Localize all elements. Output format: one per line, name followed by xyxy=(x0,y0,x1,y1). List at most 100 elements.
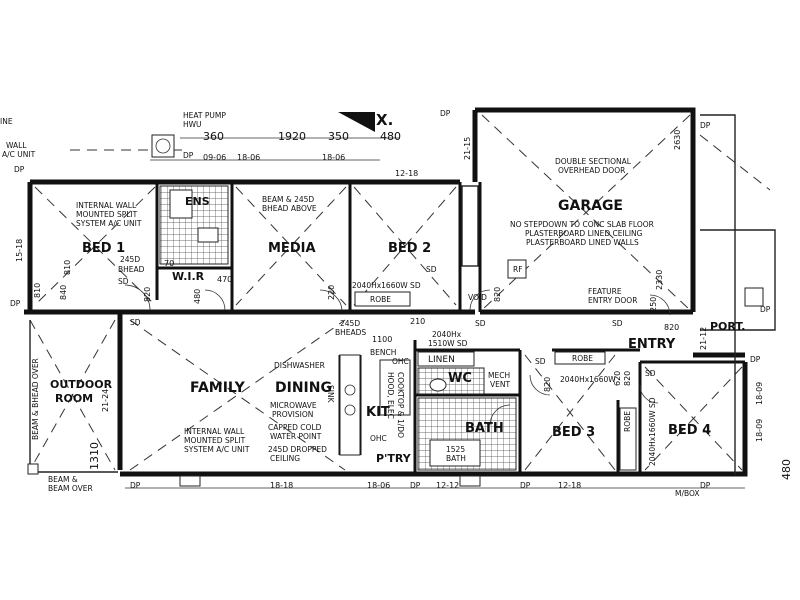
note-mbox: M/BOX xyxy=(675,489,700,498)
dim-250: 250 xyxy=(649,297,658,312)
note-void: VOID xyxy=(468,293,487,302)
ens-vanity xyxy=(197,227,219,243)
dim-21-15: 21-15 xyxy=(463,137,472,160)
dim-12-18-b: 12-18 xyxy=(558,481,581,490)
room-bed4: BED 4 xyxy=(668,423,711,438)
heat-pump-fan-icon xyxy=(155,138,171,154)
robe-bed4 xyxy=(619,407,637,471)
note-sd-6: SD xyxy=(535,357,546,366)
note-sd-7: SD xyxy=(645,369,656,378)
dim-480: 480 xyxy=(380,130,401,143)
wc-tiles xyxy=(417,367,485,395)
room-ens: ENS xyxy=(185,195,210,208)
note-bhead-245d: 245D xyxy=(120,255,140,264)
note-split-fam-3: SYSTEM A/C UNIT xyxy=(184,445,250,454)
note-dp-5: DP xyxy=(10,299,21,308)
dim-21-12: 21-12 xyxy=(699,327,708,350)
sink-bowl-2 xyxy=(344,404,356,416)
dim-480-wir: 480 xyxy=(193,289,202,304)
note-split-1: INTERNAL WALL xyxy=(76,201,137,210)
note-garage-2: PLASTERBOARD LINED CEILING xyxy=(525,229,643,238)
dim-810-robe: 810 xyxy=(33,283,42,298)
note-feature-1: FEATURE xyxy=(588,287,622,296)
dim-12-18-top: 12-18 xyxy=(395,169,418,178)
room-wc: WC xyxy=(448,371,472,386)
ac-unit-box-2 xyxy=(459,475,481,487)
room-bed1: BED 1 xyxy=(82,241,125,256)
dim-820-b: 820 xyxy=(493,287,502,302)
note-garage-door-1: DOUBLE SECTIONAL xyxy=(555,157,632,166)
dim-820-a: 820 xyxy=(143,287,152,302)
dim-470: 470 xyxy=(217,275,232,284)
outer-walls xyxy=(24,107,748,477)
room-outdoor-line1: OUTDOOR xyxy=(50,378,113,391)
ceiling-diagonals xyxy=(29,114,771,471)
note-dropped-2: CEILING xyxy=(270,454,300,463)
dim-18-18-a: 18-18 xyxy=(270,481,293,490)
dim-18-09-a: 18-09 xyxy=(755,382,764,405)
dim-220: 220 xyxy=(327,285,336,300)
dim-2330: 2330 xyxy=(655,270,664,290)
note-bath-1: 1525 xyxy=(446,445,465,454)
robe-bed3 xyxy=(554,351,606,365)
dim-820-d: 820 xyxy=(543,377,552,392)
north-arrow-icon xyxy=(338,112,375,132)
note-dp-8: DP xyxy=(520,481,531,490)
note-robe-bed3: ROBE xyxy=(572,354,593,363)
note-split-2: MOUNTED SPLIT xyxy=(76,210,138,219)
door-swings xyxy=(124,284,671,426)
dim-210: 210 xyxy=(410,317,425,326)
north-label: X. xyxy=(376,111,393,129)
note-bath-2: BATH xyxy=(446,454,466,463)
note-ohc: OHC xyxy=(370,434,387,443)
room-entry: ENTRY xyxy=(628,337,676,352)
note-robe-bed2-dims: 2040Hx1660W SD xyxy=(352,281,421,290)
dim-1310: 1310 xyxy=(88,442,101,470)
room-media: MEDIA xyxy=(268,241,316,256)
note-beam-1: BEAM & 245D xyxy=(262,195,314,204)
note-heat-pump-1: HEAT PUMP xyxy=(183,111,226,120)
dim-840: 840 xyxy=(59,285,68,300)
note-linen-dims-1: 2040Hx xyxy=(432,330,462,339)
note-wall-ac-1: WALL xyxy=(6,141,27,150)
room-bath: BATH xyxy=(465,421,504,436)
note-dp-11: DP xyxy=(750,355,761,364)
note-rf: RF xyxy=(513,265,523,274)
note-mech-2: VENT xyxy=(490,380,510,389)
note-dp-4: DP xyxy=(14,165,25,174)
note-robe-bed4: ROBE xyxy=(623,411,632,432)
ac-unit-box xyxy=(179,475,201,487)
note-bench: BENCH xyxy=(370,348,396,357)
note-dp-2: DP xyxy=(440,109,451,118)
room-dining: DINING xyxy=(275,380,332,396)
note-sd-2: SD xyxy=(426,265,437,274)
dim-2630: 2630 xyxy=(673,130,682,150)
robe-bed2 xyxy=(354,291,411,307)
rf-box xyxy=(507,259,527,279)
note-heat-pump-2: HWU xyxy=(183,120,202,129)
dim-820-e: 820 xyxy=(623,371,632,386)
sink-bowl xyxy=(344,384,356,396)
note-sd-4: SD xyxy=(475,319,486,328)
note-dp-10: DP xyxy=(760,305,771,314)
note-dropped-1: 245D DROPPED xyxy=(268,445,327,454)
note-split-fam-1: INTERNAL WALL xyxy=(184,427,245,436)
note-beam-over-1: BEAM & xyxy=(48,475,78,484)
note-dp-9: DP xyxy=(700,481,711,490)
note-bhead: BHEAD xyxy=(118,265,145,274)
note-split-fam-2: MOUNTED SPLIT xyxy=(184,436,246,445)
portico-outline xyxy=(700,114,776,475)
note-ohc-2: OHC xyxy=(392,357,409,366)
note-garage-door-2: OVERHEAD DOOR xyxy=(558,166,625,175)
note-dishwasher: DISHWASHER xyxy=(274,361,325,370)
bath-tub xyxy=(429,439,481,467)
dim-810: 810 xyxy=(63,260,72,275)
dim-15-18: 15-18 xyxy=(15,239,24,262)
room-bed2: BED 2 xyxy=(388,241,431,256)
note-capped-1: CAPPED COLD xyxy=(268,423,322,432)
dim-09-06: 09-06 xyxy=(203,153,226,162)
dim-21-24: 21-24 xyxy=(101,389,110,412)
note-dp-7: DP xyxy=(410,481,421,490)
ens-shower xyxy=(169,189,193,219)
dim-18-06-c: 18-06 xyxy=(367,481,390,490)
